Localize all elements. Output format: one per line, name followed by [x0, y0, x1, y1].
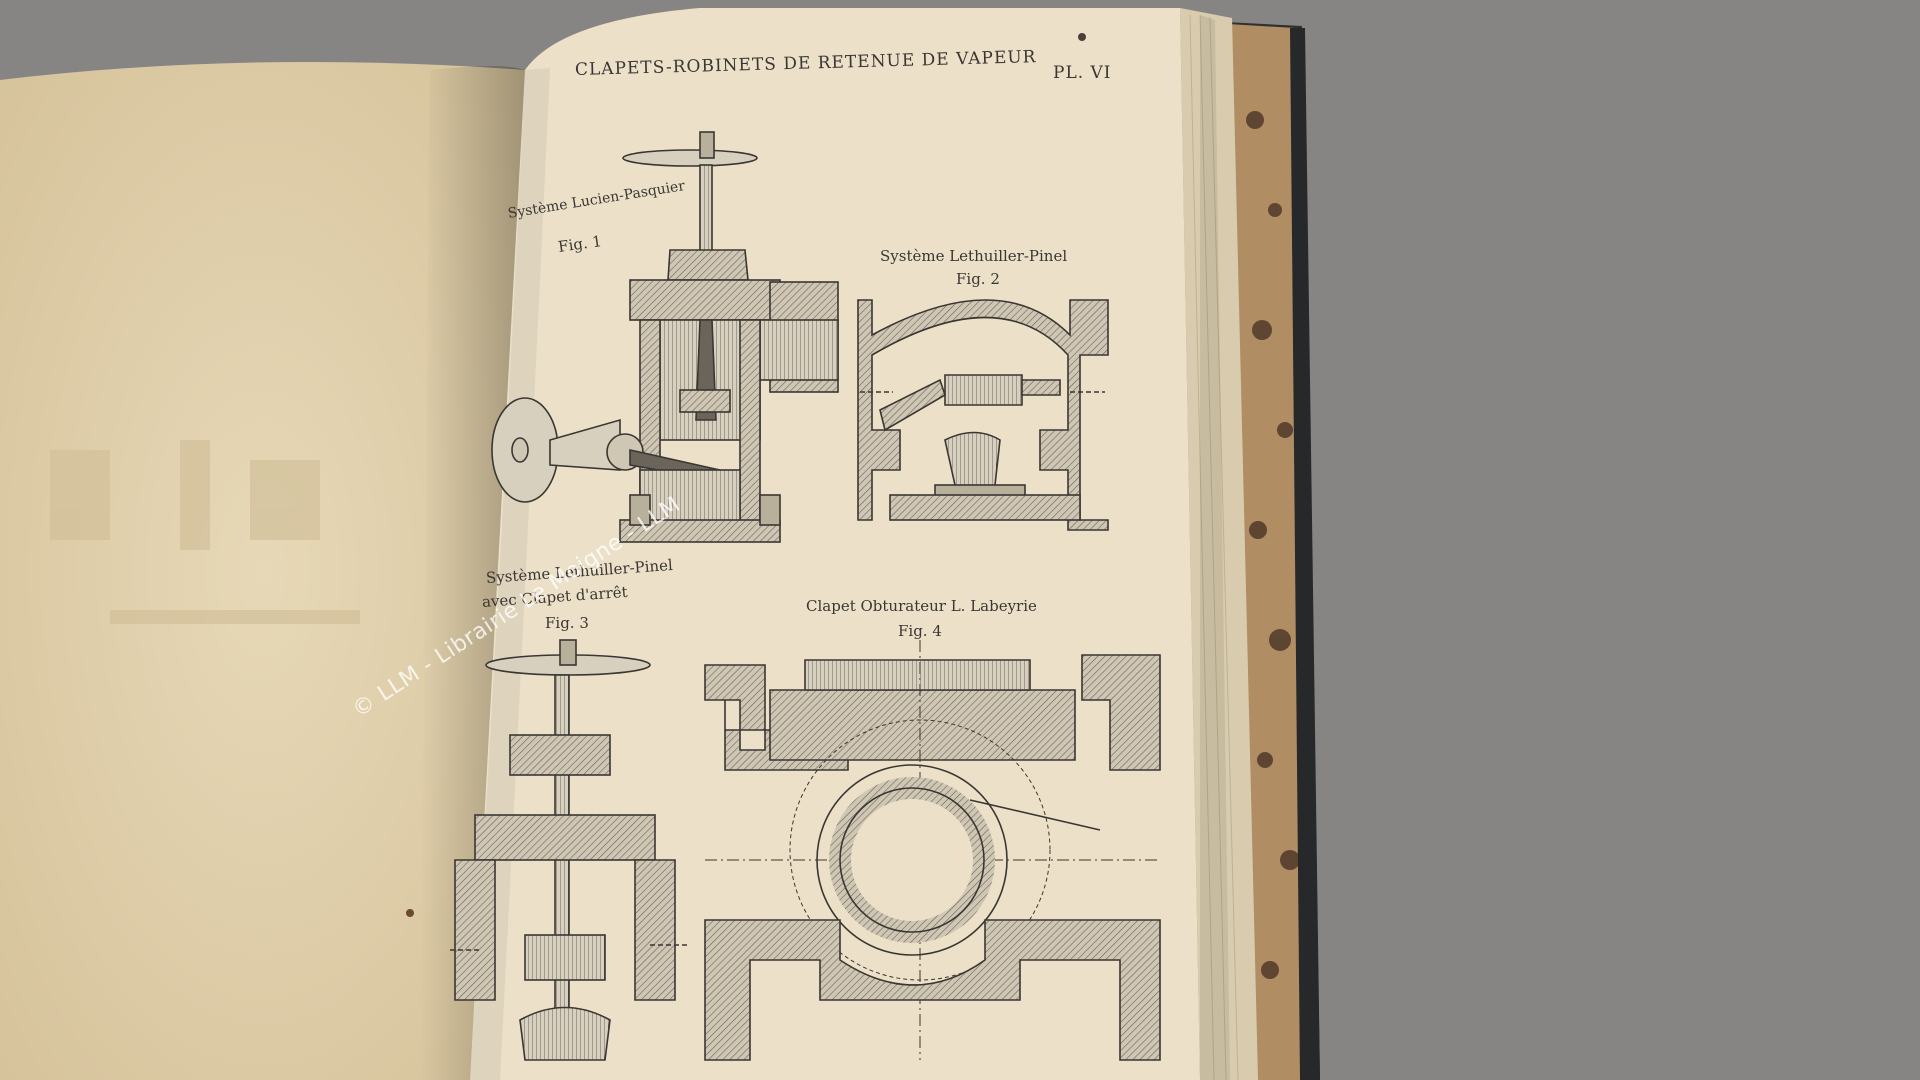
fig2-label: Fig. 2 [956, 270, 1000, 288]
fig3-valve-drawing [450, 639, 690, 1061]
fig1-valve-drawing [491, 131, 839, 543]
page-block-edge [1180, 8, 1258, 1080]
plate-number: PL. VI [1053, 63, 1112, 83]
fig2-valve-drawing [857, 299, 1109, 531]
fig3-label: Fig. 3 [545, 614, 589, 632]
left-page [0, 62, 525, 1080]
right-page [470, 8, 1200, 1080]
fig2-system-caption: Système Lethuiller-Pinel [880, 247, 1068, 265]
fig4-valve-drawing [704, 640, 1161, 1061]
fig4-label: Fig. 4 [898, 622, 942, 640]
fig4-system-caption: Clapet Obturateur L. Labeyrie [806, 597, 1037, 615]
